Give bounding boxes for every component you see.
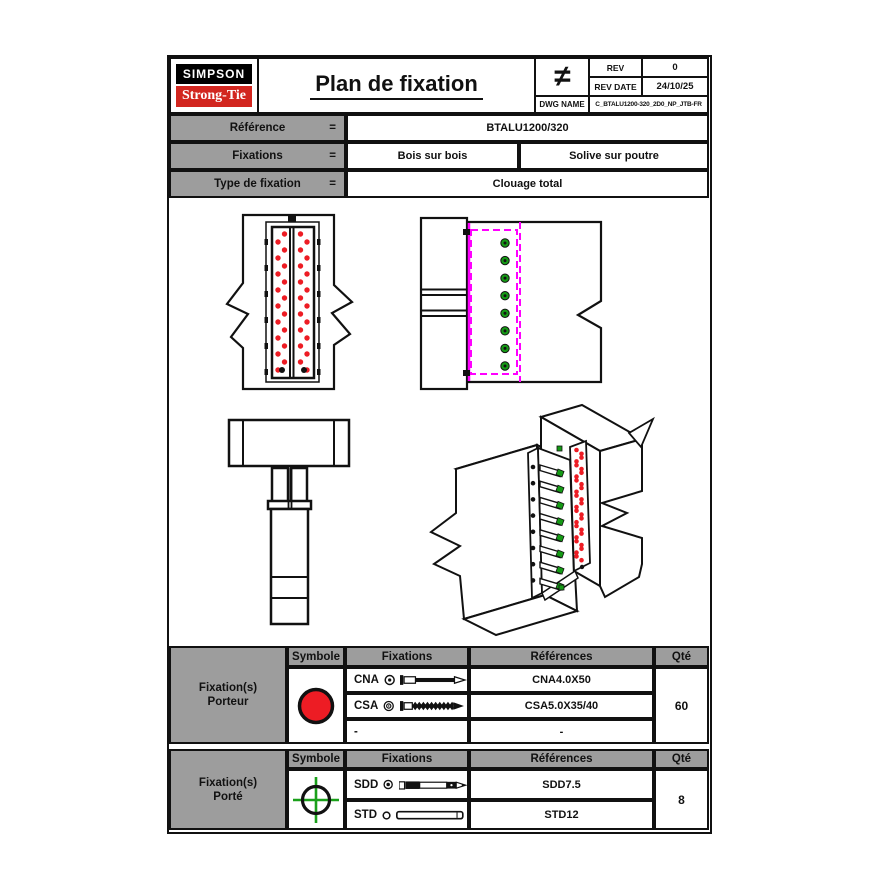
- equals-sign: =: [329, 122, 336, 134]
- front-view: [225, 213, 354, 391]
- porteur-row-empty: -: [345, 719, 469, 744]
- porte-qty-cell: 8: [654, 769, 709, 830]
- porte-symbol-cell: [287, 769, 345, 830]
- porte-ref-std: STD12: [469, 800, 654, 830]
- pin-head-icon: [382, 810, 391, 820]
- porte-row-std: STD: [345, 800, 469, 830]
- info-row-fixations-value-right: Solive sur poutre: [519, 142, 709, 170]
- sheet-title: Plan de fixation: [257, 57, 536, 114]
- rev-date-label: REV DATE: [588, 76, 643, 97]
- not-equal-symbol-icon: ≠: [534, 57, 590, 97]
- red-circle-symbol-icon: [297, 687, 335, 724]
- porteur-header-fixations: Fixations: [345, 646, 469, 667]
- brand-logo: SIMPSON Strong-Tie: [169, 57, 259, 114]
- technical-views-drawing: [225, 213, 655, 637]
- rev-label: REV: [588, 57, 643, 78]
- rev-date-value: 24/10/25: [641, 76, 709, 97]
- nail-head-icon: [384, 674, 395, 686]
- sdd-dowel-icon: [398, 780, 467, 790]
- sheet-title-text: Plan de fixation: [310, 71, 483, 100]
- porte-header-references: Références: [469, 749, 654, 769]
- info-row-fixations-label: Fixations =: [169, 142, 346, 170]
- std-dowel-icon: [396, 810, 464, 820]
- screw-head-icon: [383, 700, 395, 712]
- porte-ref-sdd: SDD7.5: [469, 769, 654, 800]
- porte-header-fixations: Fixations: [345, 749, 469, 769]
- porteur-row-csa: CSA: [345, 693, 469, 719]
- brand-logo-strongtie: Strong-Tie: [175, 86, 253, 107]
- info-row-reference-label: Référence =: [169, 114, 346, 142]
- isometric-view: [429, 403, 655, 637]
- info-row-type-value: Clouage total: [346, 170, 709, 198]
- porte-header-qty: Qté: [654, 749, 709, 769]
- porteur-header-symbole: Symbole: [287, 646, 345, 667]
- porteur-ref-cna: CNA4.0X50: [469, 667, 654, 693]
- dowel-head-icon: [383, 779, 394, 790]
- porteur-qty-cell: 60: [654, 667, 709, 744]
- equals-sign: =: [329, 150, 336, 162]
- dwg-name-value: C_BTALU1200-320_2D0_NP_JTB-FR: [588, 95, 709, 114]
- porteur-group-cell: Fixation(s) Porteur: [169, 646, 287, 744]
- equals-sign: =: [329, 178, 336, 190]
- rev-value: 0: [641, 57, 709, 78]
- csa-screw-icon: [399, 701, 464, 711]
- info-row-type-label: Type de fixation =: [169, 170, 346, 198]
- side-view: [419, 216, 603, 391]
- porteur-row-cna: CNA: [345, 667, 469, 693]
- porteur-ref-empty: -: [469, 719, 654, 744]
- top-view: [227, 418, 351, 626]
- green-crosshair-symbol-icon: [293, 776, 339, 823]
- porte-row-sdd: SDD: [345, 769, 469, 800]
- porte-group-cell: Fixation(s) Porté: [169, 749, 287, 830]
- porteur-symbol-cell: [287, 667, 345, 744]
- technical-drawing-area: [169, 198, 710, 646]
- porteur-header-references: Références: [469, 646, 654, 667]
- brand-logo-simpson: SIMPSON: [175, 64, 253, 84]
- cna-nail-icon: [400, 675, 467, 685]
- porte-header-symbole: Symbole: [287, 749, 345, 769]
- title-block-sheet: SIMPSON Strong-Tie Plan de fixation ≠ RE…: [167, 55, 712, 834]
- info-row-fixations-value-left: Bois sur bois: [346, 142, 519, 170]
- dwg-name-label: DWG NAME: [534, 95, 590, 114]
- info-row-reference-value: BTALU1200/320: [346, 114, 709, 142]
- porteur-ref-csa: CSA5.0X35/40: [469, 693, 654, 719]
- porteur-header-qty: Qté: [654, 646, 709, 667]
